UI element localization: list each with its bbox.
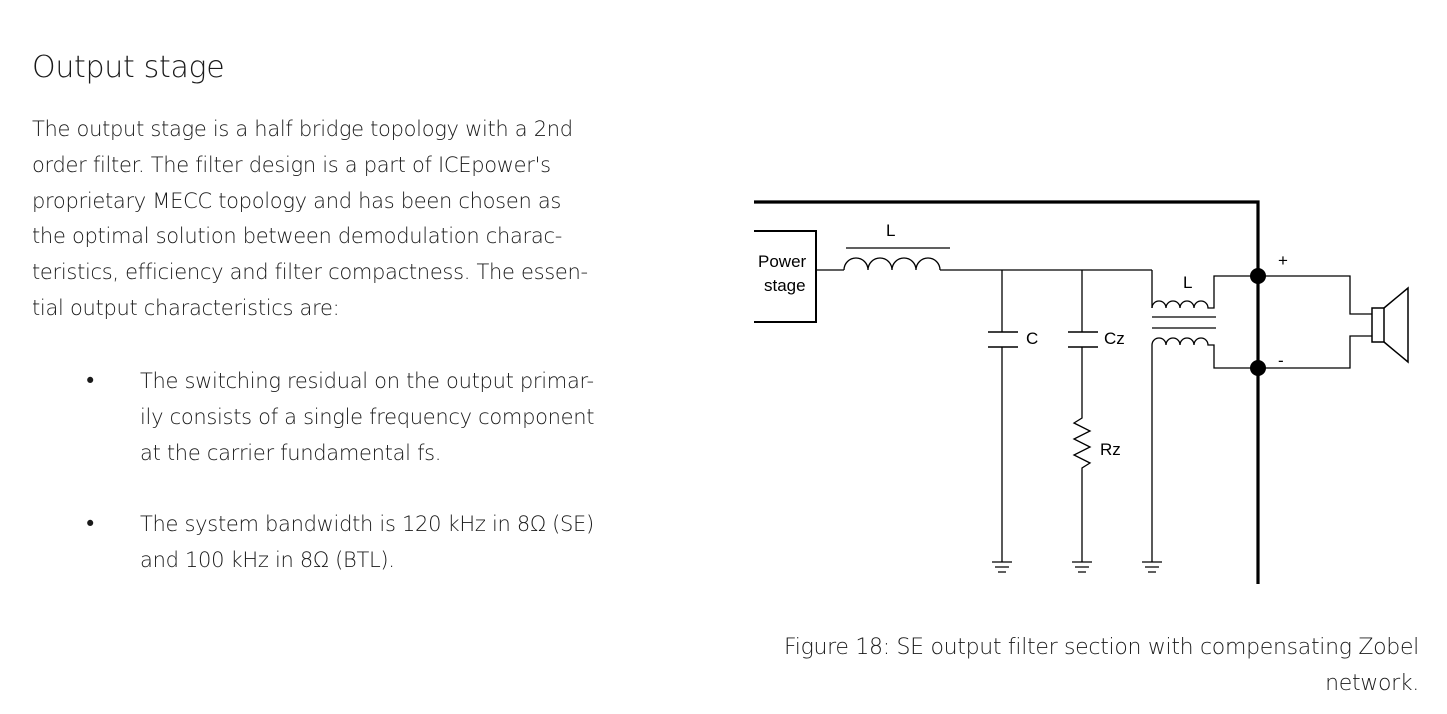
positive-node <box>1250 268 1266 284</box>
paragraph-line: The output stage is a half bridge topolo… <box>32 117 573 141</box>
inductor-icon <box>1151 337 1258 369</box>
minus-label: - <box>1278 351 1284 370</box>
resistor-icon <box>1072 347 1092 562</box>
figure-caption: Figure 18: SE output filter section with… <box>784 630 1419 702</box>
inductor-label: L <box>1183 273 1192 292</box>
capacitor-icon <box>988 331 1018 348</box>
plus-label: + <box>1278 251 1288 270</box>
inductor-label: L <box>886 221 895 240</box>
list-item-line: and 100 kHz in 8Ω (BTL). <box>140 548 395 573</box>
power-label: Power <box>758 252 807 271</box>
speaker-icon <box>1371 307 1385 343</box>
inductor-icon <box>1151 275 1258 309</box>
ground-rail <box>754 200 1260 584</box>
characteristics-list: • The switching residual on the output p… <box>84 364 674 579</box>
negative-node <box>1250 360 1266 376</box>
caption-line: network. <box>1325 671 1419 696</box>
filter-schematic-figure: Power stage L L C Cz Rz + - <box>740 190 1420 594</box>
list-item-line: The system bandwidth is 120 kHz in 8Ω (S… <box>140 512 594 537</box>
list-item-line: ily consists of a single frequency compo… <box>140 404 595 429</box>
paragraph-line: the optimal solution between demodulatio… <box>32 224 562 249</box>
filter-schematic: Power stage L L C Cz Rz + - <box>754 200 1409 584</box>
ground-icon <box>1142 561 1162 573</box>
section-title: Output stage <box>32 50 225 85</box>
paragraph-line: tial output characteristics are: <box>32 295 340 320</box>
bullet-icon: • <box>84 369 97 393</box>
capacitor-icon <box>1068 331 1098 348</box>
caption-line: Figure 18: SE output filter section with… <box>784 635 1419 660</box>
power-stage-block <box>754 230 817 323</box>
intro-paragraph: The output stage is a half bridge topolo… <box>32 112 672 327</box>
capacitor-label: C <box>1026 329 1038 348</box>
speaker-cone <box>1383 286 1409 364</box>
list-item-line: The switching residual on the output pri… <box>140 369 594 393</box>
list-item: • The system bandwidth is 120 kHz in 8Ω … <box>84 507 674 579</box>
list-item: • The switching residual on the output p… <box>84 364 674 471</box>
ground-icon <box>992 561 1012 573</box>
wire <box>1258 275 1372 315</box>
zobel-capacitor-label: Cz <box>1104 329 1125 348</box>
list-item-line: at the carrier fundamental fs. <box>140 440 442 465</box>
inductor-icon <box>843 257 941 271</box>
ground-icon <box>1072 561 1092 573</box>
paragraph-line: teristics, efficiency and filter compact… <box>32 260 588 285</box>
zobel-resistor-label: Rz <box>1100 440 1121 459</box>
wire <box>1258 335 1372 369</box>
transformer-core <box>1152 316 1216 329</box>
paragraph-line: order filter. The filter design is a par… <box>32 152 551 177</box>
paragraph-line: proprietary MECC topology and has been c… <box>32 188 562 213</box>
stage-label: stage <box>764 276 806 295</box>
bullet-icon: • <box>84 512 97 537</box>
